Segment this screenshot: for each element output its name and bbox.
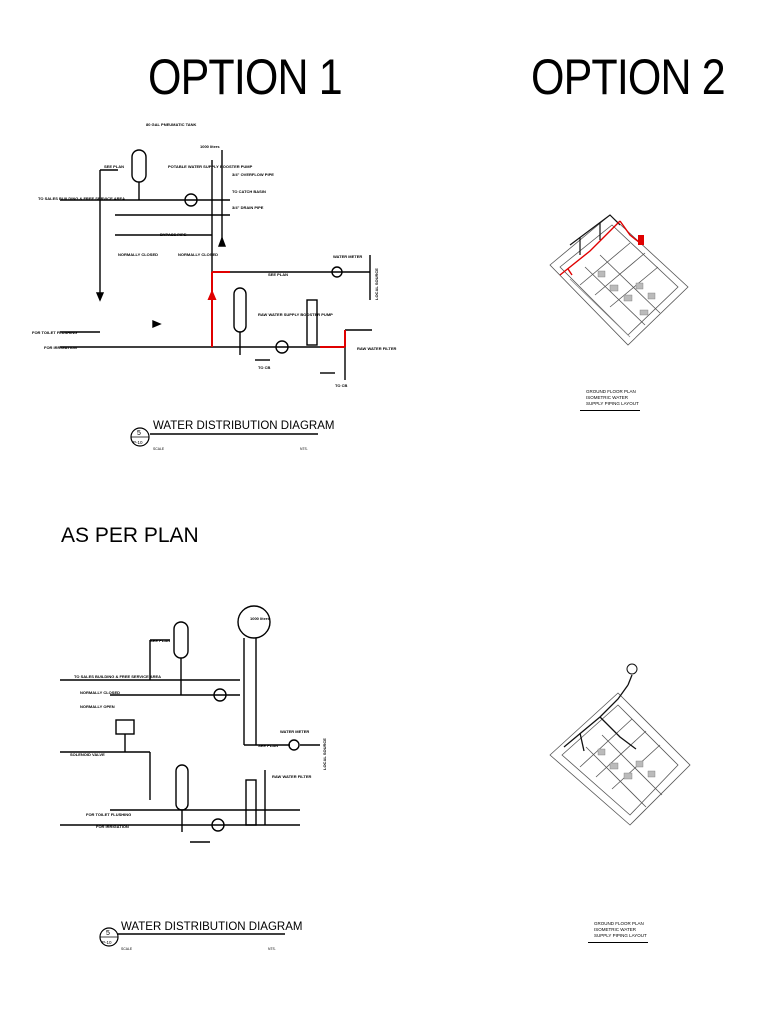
svg-text:NORMALLY CLOSED: NORMALLY CLOSED [178,252,218,257]
svg-text:SOLENOID VALVE: SOLENOID VALVE [70,752,105,757]
svg-text:TO SALES BUILDING & FREE SERVI: TO SALES BUILDING & FREE SERVICE AREA [38,196,125,201]
svg-text:3/4" OVERFLOW PIPE: 3/4" OVERFLOW PIPE [232,172,274,177]
svg-text:RAW WATER SUPPLY BOOSTER PUMP: RAW WATER SUPPLY BOOSTER PUMP [258,312,333,317]
scale-value: NTS. [268,947,276,951]
option2-heading: OPTION 2 [531,49,726,105]
iso-caption-rule [588,942,648,943]
detail-tag-sheet: P-10 [133,440,143,445]
svg-text:TO CB: TO CB [335,383,347,388]
detail-tag-number: 5 [106,930,110,937]
svg-text:TO SALES BUILDING & FREE SERVI: TO SALES BUILDING & FREE SERVICE AREA [74,674,161,679]
svg-text:TO CATCH BASIN: TO CATCH BASIN [232,189,266,194]
iso-caption-line: SUPPLY PIPING LAYOUT [586,401,639,406]
iso-caption-line: GROUND FLOOR PLAN [586,389,636,394]
svg-text:3/4" DRAIN PIPE: 3/4" DRAIN PIPE [232,205,264,210]
iso-caption-line: ISOMETRIC WATER [594,927,636,932]
svg-text:WATER METER: WATER METER [280,729,309,734]
option1-heading: OPTION 1 [148,49,343,105]
svg-text:LOCAL SOURCE: LOCAL SOURCE [322,738,327,770]
option1-water-distribution-diagram: 1000 liters 80 GAL PNEUMATIC TANK POTABL… [32,122,397,451]
detail-tag-sheet: P-10 [102,940,112,945]
diagram-title: WATER DISTRIBUTION DIAGRAM [153,420,334,432]
iso-caption-line: SUPPLY PIPING LAYOUT [594,933,647,938]
as-per-plan-heading: AS PER PLAN [61,524,199,547]
as-per-plan-iso-caption: GROUND FLOOR PLAN ISOMETRIC WATER SUPPLY… [594,921,647,939]
option2-iso-caption: GROUND FLOOR PLAN ISOMETRIC WATER SUPPLY… [586,389,639,407]
svg-text:FOR IRRIGATION: FOR IRRIGATION [96,824,129,829]
svg-text:SEE PLAN: SEE PLAN [104,164,124,169]
scale-value: NTS. [300,447,308,451]
svg-text:SEE PLAN: SEE PLAN [268,272,288,277]
svg-text:FOR TOILET FLUSHING: FOR TOILET FLUSHING [86,812,131,817]
iso-caption-line: GROUND FLOOR PLAN [594,921,644,926]
svg-text:TO CB: TO CB [258,365,270,370]
scale-label: SCALE [121,947,133,951]
svg-text:LOCAL SOURCE: LOCAL SOURCE [374,268,379,300]
scale-label: SCALE [153,447,165,451]
svg-text:RAW WATER FILTER: RAW WATER FILTER [272,774,312,779]
svg-text:WATER METER: WATER METER [333,254,362,259]
svg-text:1000 liters: 1000 liters [250,616,270,621]
diagram-title: WATER DISTRIBUTION DIAGRAM [121,921,302,933]
svg-text:FOR IRRIGATION: FOR IRRIGATION [44,345,77,350]
svg-text:RAW WATER FILTER: RAW WATER FILTER [357,346,397,351]
iso-caption-rule [580,410,640,411]
svg-text:NORMALLY OPEN: NORMALLY OPEN [80,704,115,709]
svg-text:BYPASS PIPE: BYPASS PIPE [160,232,187,237]
iso-caption-line: ISOMETRIC WATER [586,395,628,400]
svg-text:SEE PLAN: SEE PLAN [150,638,170,643]
svg-text:POTABLE WATER SUPPLY BOOSTER P: POTABLE WATER SUPPLY BOOSTER PUMP [168,164,253,169]
svg-text:SEE PLAN: SEE PLAN [258,743,278,748]
as-per-plan-isometric-piping-layout [549,663,691,826]
svg-text:FOR TOILET FLUSHING: FOR TOILET FLUSHING [32,330,77,335]
svg-text:1000 liters: 1000 liters [200,144,220,149]
svg-text:80 GAL PNEUMATIC TANK: 80 GAL PNEUMATIC TANK [146,122,197,127]
detail-tag-number: 5 [137,430,141,437]
svg-text:NORMALLY CLOSED: NORMALLY CLOSED [118,252,158,257]
svg-text:NORMALLY CLOSED: NORMALLY CLOSED [80,690,120,695]
as-per-plan-water-distribution-diagram: 1000 liters NORMALLY OPEN NORMALLY CLOSE… [60,605,327,951]
option2-isometric-piping-layout [549,214,689,346]
